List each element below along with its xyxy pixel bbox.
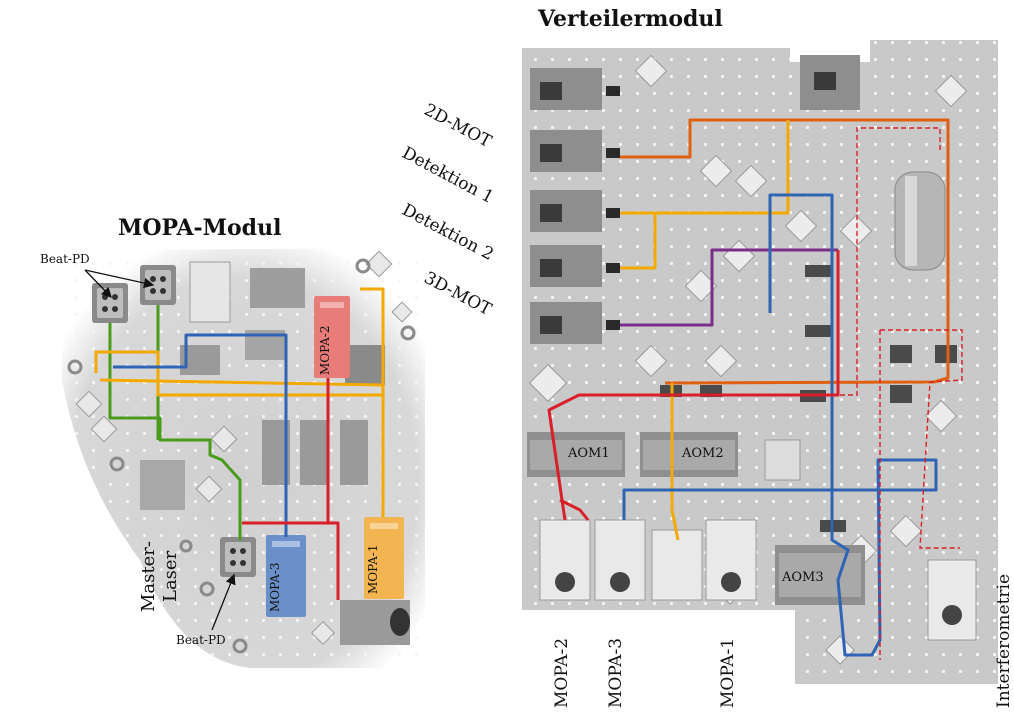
mopa-2-chip (314, 296, 350, 378)
beat-pd-label-top: Beat-PD (40, 252, 90, 266)
red-beam-right (547, 250, 840, 521)
green-beam (108, 323, 242, 540)
beat-pd-arrow-1 (84, 269, 112, 298)
aom3-block (775, 545, 865, 605)
aom2-block (640, 432, 738, 477)
master-laser-label-line2: Laser (160, 550, 181, 602)
orange-beam-main (655, 120, 790, 215)
mopa-module (62, 248, 425, 668)
distribution-module (522, 40, 998, 684)
mopa-1-chip-label: MOPA-1 (366, 544, 380, 594)
bottom-label-mopa-2: MOPA-2 (552, 637, 572, 708)
bottom-label-mopa-3: MOPA-3 (606, 637, 626, 708)
beat-pd-label-bottom: Beat-PD (176, 633, 226, 647)
aom1-block (527, 432, 625, 477)
bottom-label-mopa-1: MOPA-1 (718, 637, 738, 708)
blue-beam (113, 333, 288, 537)
mopa-1-chip (364, 517, 404, 599)
mopa-3-chip-label: MOPA-3 (268, 562, 282, 612)
interferometrie-label: Interferometrie (994, 573, 1014, 708)
aom3-label: AOM3 (782, 570, 824, 585)
beat-pd-top-2 (140, 265, 176, 305)
beat-pd-arrow-3 (211, 573, 236, 631)
aom1-label: AOM1 (568, 446, 610, 461)
red-dashed-beam (668, 127, 941, 396)
mopa-2-chip-label: MOPA-2 (318, 325, 332, 375)
aom2-label: AOM2 (682, 446, 724, 461)
mopa-module-title: MOPA-Modul (118, 215, 282, 241)
beat-pd-arrow-2 (84, 269, 155, 289)
orange-beam-top (360, 287, 385, 395)
beat-pd-bottom (220, 537, 256, 577)
master-laser-label-line1: Master- (138, 541, 159, 612)
mopa-3-chip (266, 535, 306, 617)
red-dashed-beam-2 (880, 329, 963, 549)
red-beam-2 (559, 498, 590, 521)
vacuum-cell-cylinder (894, 171, 946, 271)
orange-beam-lower (99, 378, 384, 387)
orange-beam-left (94, 350, 385, 517)
red-beam (242, 521, 340, 600)
distribution-module-title: Verteilermodul (538, 6, 723, 32)
purple-beam (620, 248, 838, 327)
beat-pd-top-1 (92, 283, 128, 323)
blue-beam-right (622, 193, 938, 657)
orange-beam-down (670, 383, 680, 541)
